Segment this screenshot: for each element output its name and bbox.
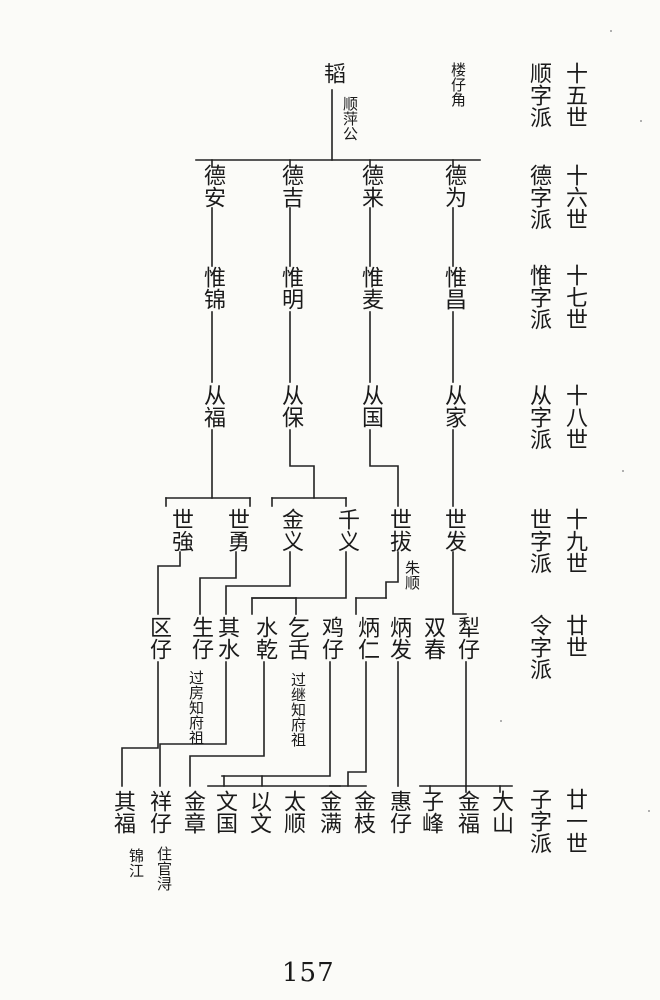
person-jinfu: 金福	[454, 790, 479, 834]
person-congjia: 从家	[441, 384, 466, 428]
person-delai: 德来	[358, 164, 383, 208]
note-jinjiang: 锦江	[127, 848, 145, 878]
person-quzai: 区仔	[146, 616, 171, 660]
person-bingren: 炳仁	[354, 616, 379, 660]
person-jinzhang: 金章	[180, 790, 205, 834]
gen-16-pai: 德字派	[526, 164, 551, 230]
gen-19-pai: 世字派	[526, 508, 551, 574]
person-xiangzai: 祥仔	[146, 790, 171, 834]
scan-speck	[500, 720, 502, 722]
person-shengzai: 生仔	[188, 616, 213, 660]
person-qifu: 其福	[110, 790, 135, 834]
gen-15-label: 十五世	[562, 62, 587, 128]
scan-speck	[640, 120, 642, 122]
person-shunpinggong: 顺萍公	[341, 96, 359, 141]
gen-18-pai: 从字派	[526, 384, 551, 450]
gen-20-label: 廿世	[562, 614, 587, 658]
person-qianyi: 千义	[334, 508, 359, 552]
person-tao: 韬	[320, 62, 345, 84]
note-zhushun: 朱顺	[403, 560, 421, 590]
gen-17-label: 十七世	[562, 264, 587, 330]
person-jinyi: 金义	[278, 508, 303, 552]
person-weijin: 惟锦	[200, 266, 225, 310]
gen-21-pai: 子字派	[526, 788, 551, 854]
person-qishui: 其水	[214, 616, 239, 660]
scan-speck	[648, 810, 650, 812]
gen-19-label: 十九世	[562, 508, 587, 574]
person-deji: 德吉	[278, 164, 303, 208]
person-shuangchun: 双春	[420, 616, 445, 660]
person-weimai: 惟麦	[358, 266, 383, 310]
person-congguo: 从国	[358, 384, 383, 428]
person-huizai: 惠仔	[386, 790, 411, 834]
note-loucai: 楼仔角	[449, 62, 467, 107]
gen-18-label: 十八世	[562, 384, 587, 450]
person-lizai: 犁仔	[454, 616, 479, 660]
person-dewei: 德为	[441, 164, 466, 208]
note-guoji: 过继知府祖	[289, 672, 307, 747]
person-shiqiang: 世強	[168, 508, 193, 552]
gen-15-pai: 顺字派	[526, 62, 551, 128]
page-number: 157	[282, 958, 335, 988]
person-dashan: 大山	[488, 790, 513, 834]
person-wenguo: 文国	[212, 790, 237, 834]
person-weichang: 惟昌	[441, 266, 466, 310]
person-dean: 德安	[200, 164, 225, 208]
person-shiyong: 世勇	[224, 508, 249, 552]
person-shifa: 世发	[441, 508, 466, 552]
gen-17-pai: 惟字派	[526, 264, 551, 330]
person-jinman: 金满	[316, 790, 341, 834]
person-taishun: 太顺	[280, 790, 305, 834]
note-guofang: 过房知府祖	[187, 670, 205, 745]
person-congbao: 从保	[278, 384, 303, 428]
gen-20-pai: 令字派	[526, 614, 551, 680]
scan-speck	[610, 30, 612, 32]
person-zifeng: 子峰	[418, 790, 443, 834]
person-yiwen: 以文	[246, 790, 271, 834]
person-shiba: 世拔	[386, 508, 411, 552]
person-jinzhi: 金枝	[350, 790, 375, 834]
person-jizai: 鸡仔	[318, 616, 343, 660]
scan-speck	[622, 470, 624, 472]
person-weiming: 惟明	[278, 266, 303, 310]
person-shuiqian: 水乾	[252, 616, 277, 660]
gen-21-label: 廿一世	[562, 788, 587, 854]
person-bingfa: 炳发	[386, 616, 411, 660]
note-zhuguanxun: 住官浔	[155, 846, 173, 891]
gen-16-label: 十六世	[562, 164, 587, 230]
person-qishe: 乞舌	[284, 616, 309, 660]
person-congfu: 从福	[200, 384, 225, 428]
